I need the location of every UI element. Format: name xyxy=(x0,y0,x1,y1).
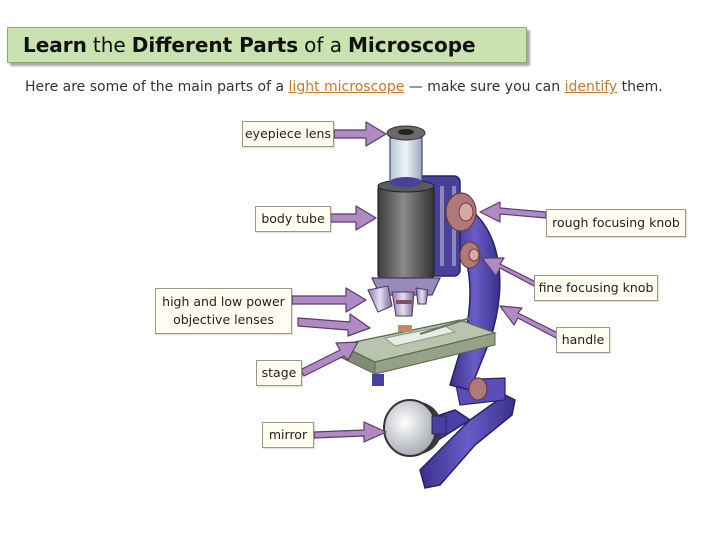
intro-middle: — make sure you can xyxy=(404,79,565,95)
label-handle-text: handle xyxy=(561,332,605,347)
label-eyepiece-lens-text: eyepiece lens xyxy=(244,126,331,141)
fine-focusing-knob-shape xyxy=(459,241,481,269)
arrow-fine-knob xyxy=(481,257,537,287)
label-objective-line2: objective lenses xyxy=(173,312,274,327)
label-fine-focusing-knob: fine focusing knob xyxy=(534,275,658,301)
label-stage: stage xyxy=(256,360,302,386)
label-mirror-text: mirror xyxy=(268,427,308,442)
arrow-mirror xyxy=(313,421,387,443)
label-stage-text: stage xyxy=(261,365,297,380)
page-title: Learn the Different Parts of a Microscop… xyxy=(7,27,527,63)
body-tube-shape xyxy=(377,179,435,284)
intro-after: them. xyxy=(617,79,663,95)
title-word-microscope: Microscope xyxy=(347,33,476,57)
eyepiece-shape xyxy=(386,125,426,187)
label-body-tube: body tube xyxy=(255,206,331,232)
label-objective-lenses: high and low power objective lenses xyxy=(155,288,292,334)
title-word-the: the xyxy=(92,33,126,57)
identify-link[interactable]: identify xyxy=(564,79,618,95)
title-word-different-parts: Different Parts xyxy=(131,33,299,57)
title-word-of-a: of a xyxy=(304,33,342,57)
arrow-eyepiece xyxy=(333,121,387,147)
arrow-objective-2 xyxy=(297,313,371,337)
intro-before: Here are some of the main parts of a xyxy=(25,79,289,95)
title-word-learn: Learn xyxy=(23,33,87,57)
label-eyepiece-lens: eyepiece lens xyxy=(242,121,334,147)
mirror-shape xyxy=(383,399,447,457)
label-rough-focusing-knob: rough focusing knob xyxy=(546,209,686,237)
label-body-tube-text: body tube xyxy=(261,211,325,226)
intro-text: Here are some of the main parts of a lig… xyxy=(25,79,715,95)
arrow-stage xyxy=(299,341,359,377)
label-objective-line1: high and low power xyxy=(162,294,285,309)
label-mirror: mirror xyxy=(262,422,314,448)
arrow-rough-knob xyxy=(479,201,547,223)
arrow-body-tube xyxy=(329,205,377,231)
light-microscope-link[interactable]: light microscope xyxy=(288,79,405,95)
lower-knob-shape xyxy=(468,377,488,401)
label-rough-focusing-knob-text: rough focusing knob xyxy=(552,215,680,230)
objective-lenses-shape xyxy=(367,277,441,317)
label-handle: handle xyxy=(556,327,610,353)
label-fine-focusing-knob-text: fine focusing knob xyxy=(538,280,654,295)
arrow-handle xyxy=(499,305,559,339)
arrow-objective xyxy=(291,287,367,313)
stage-shape xyxy=(338,317,498,386)
rough-focusing-knob-shape xyxy=(445,192,477,232)
